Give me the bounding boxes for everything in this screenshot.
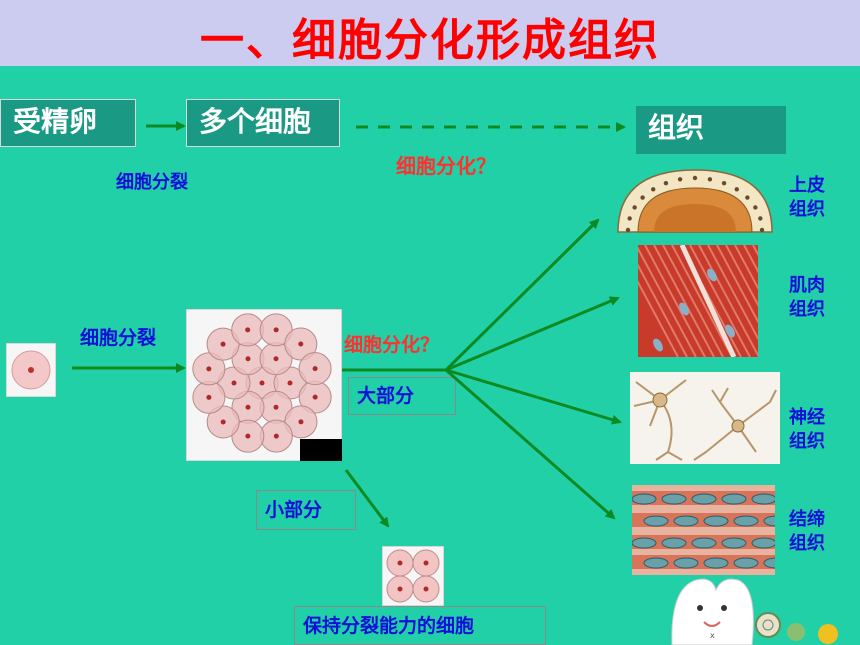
- majority-label: 大部分: [357, 385, 415, 407]
- muscle-label: 肌肉组织: [789, 275, 825, 320]
- arrow-to-epithelial: [444, 218, 600, 372]
- arrow-to-connective: [445, 368, 616, 520]
- arrow-to-nerve: [445, 368, 622, 425]
- keep-dividing-label: 保持分裂能力的细胞: [303, 615, 475, 637]
- muscle-tissue-image: [638, 245, 758, 357]
- tissue-box: 组织: [636, 106, 786, 154]
- lower-differentiation-label: 细胞分化？: [344, 334, 440, 356]
- connective-label: 结缔组织: [789, 509, 825, 554]
- tissue-label: 组织: [648, 111, 705, 144]
- title-bar: [0, 0, 860, 66]
- four-cells-image: [382, 546, 444, 606]
- cell-cluster-image: [186, 309, 342, 461]
- zygote-box: 受精卵: [0, 99, 136, 147]
- single-cell-image: [6, 343, 56, 397]
- majority-box: 大部分: [348, 377, 456, 415]
- tooth-mascot-icon: x: [671, 578, 838, 645]
- many-cells-box: 多个细胞: [186, 99, 340, 147]
- top-division-label: 细胞分裂: [116, 172, 188, 193]
- top-differentiation-label: 细胞分化？: [396, 154, 496, 178]
- minority-label: 小部分: [265, 499, 323, 521]
- connective-tissue-image: [632, 485, 775, 575]
- many-cells-label: 多个细胞: [199, 105, 312, 138]
- zygote-label: 受精卵: [13, 105, 98, 138]
- page-title: 一、细胞分化形成组织: [200, 15, 660, 66]
- nerve-tissue-image: [630, 372, 780, 464]
- svg-text:x: x: [710, 631, 715, 640]
- epithelial-label: 上皮组织: [789, 175, 825, 220]
- arrow-to-muscle: [445, 296, 620, 372]
- lower-division-label: 细胞分裂: [80, 327, 157, 349]
- arrow-to-four-cells: [344, 469, 390, 528]
- epithelial-tissue-image: [617, 169, 773, 233]
- minority-box: 小部分: [256, 490, 356, 530]
- nerve-label: 神经组织: [789, 407, 825, 452]
